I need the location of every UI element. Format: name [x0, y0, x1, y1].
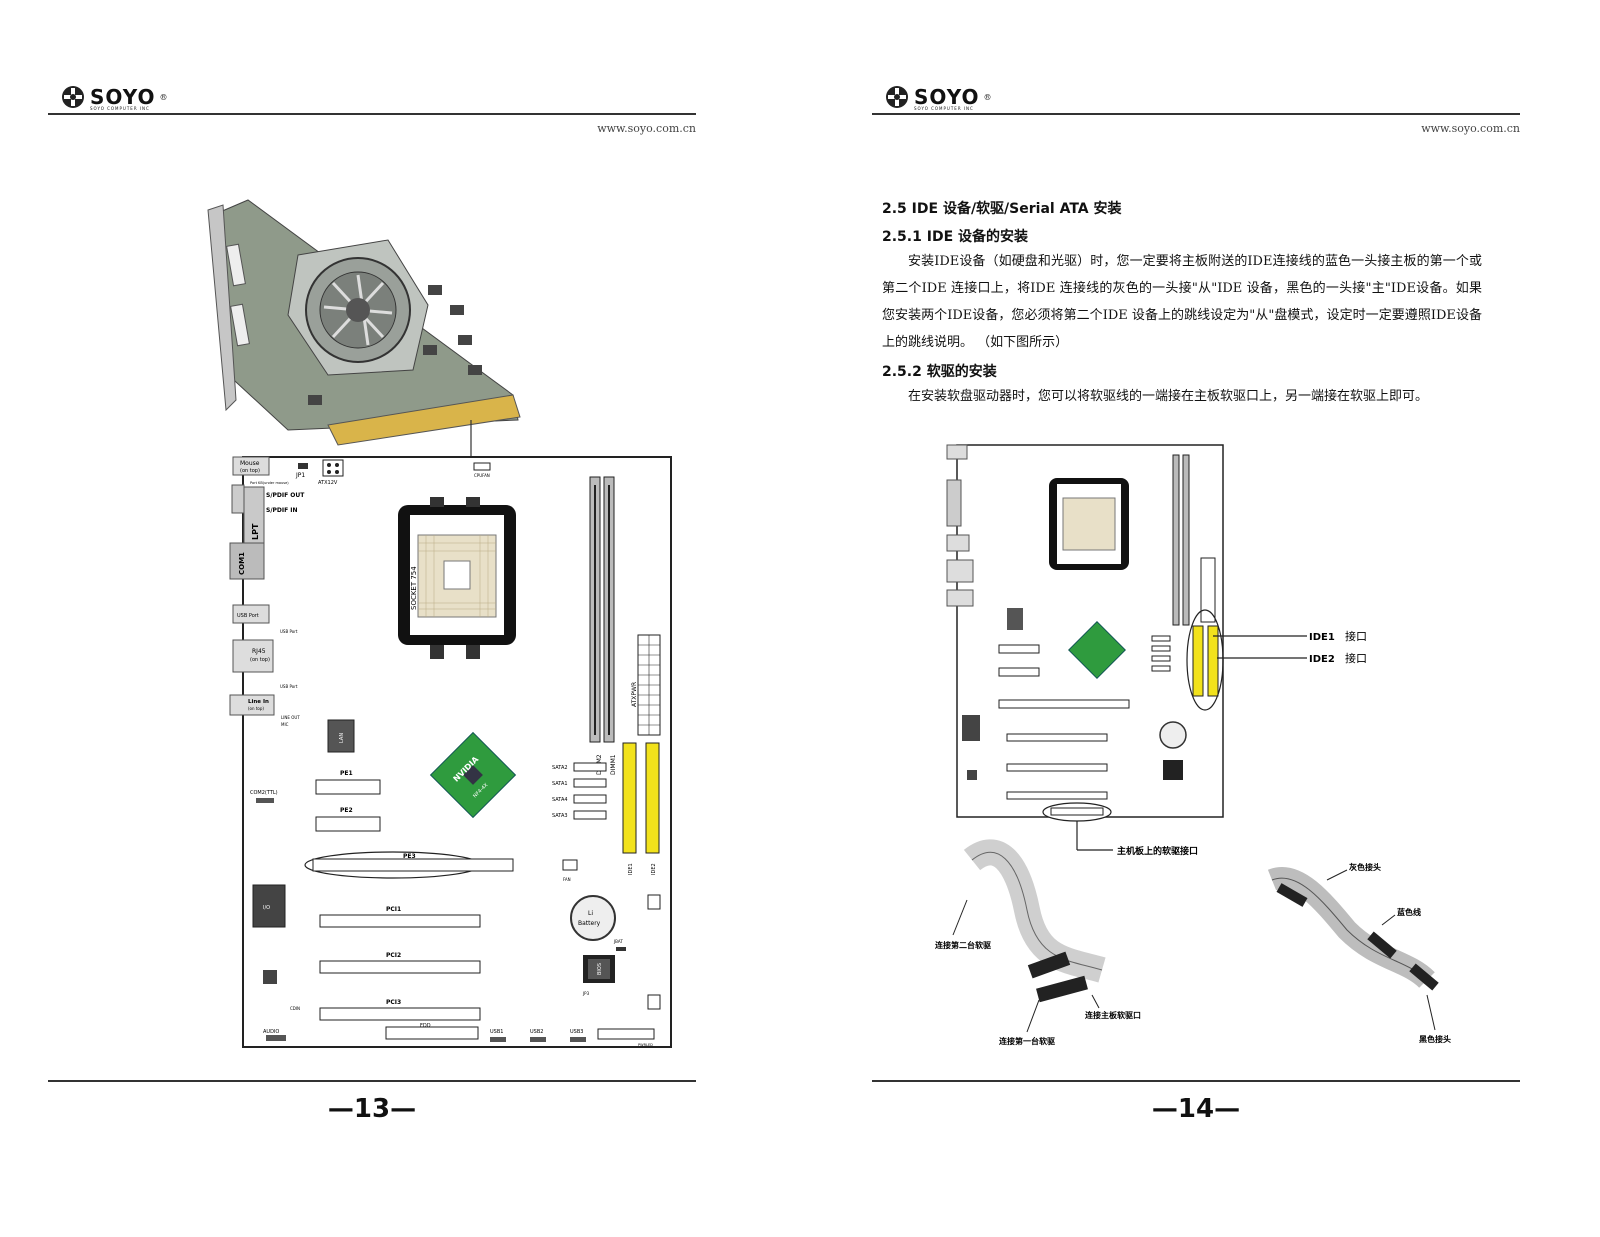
svg-text:PE3: PE3 [403, 853, 416, 860]
port-spdif-out: S/PDIF OUT [266, 492, 305, 499]
callout-gray-head: 灰色接头 [1349, 862, 1381, 872]
ide1-slot [622, 742, 637, 854]
soyo-logo: SOYO® SOYO COMPUTER INC [60, 84, 167, 111]
svg-text:USB3: USB3 [570, 1029, 583, 1035]
svg-text:JP3: JP3 [582, 991, 590, 996]
pci1-slot [319, 914, 481, 928]
svg-text:(on top): (on top) [248, 706, 264, 711]
svg-text:PE2: PE2 [340, 807, 353, 814]
svg-text:PCI2: PCI2 [386, 952, 401, 959]
page-right: SOYO® SOYO COMPUTER INC www.soyo.com.cn … [872, 0, 1572, 1237]
svg-text:IDE1: IDE1 [628, 863, 634, 875]
svg-text:MIC: MIC [281, 722, 289, 727]
header-rule [872, 113, 1520, 115]
callout-mb-fdd: 连接主板软驱口 [1085, 1010, 1141, 1020]
soyo-logo-icon [886, 86, 908, 108]
footer-rule [48, 1080, 696, 1082]
svg-text:USB Port: USB Port [280, 684, 298, 689]
svg-text:Battery: Battery [578, 920, 601, 927]
port-mouse: Mouse [240, 460, 260, 467]
svg-text:CPUFAN: CPUFAN [474, 473, 490, 478]
ide2-slot [1207, 625, 1219, 697]
svg-text:COM2(TTL): COM2(TTL) [250, 790, 278, 796]
svg-text:AUDIO: AUDIO [263, 1029, 279, 1035]
callout-ide1: IDE1 [1309, 632, 1335, 643]
header-rule [48, 113, 696, 115]
port-lpt: LPT [251, 523, 260, 540]
callout-first-drive: 连接第一台软驱 [999, 1036, 1055, 1046]
svg-text:LINE OUT: LINE OUT [281, 715, 300, 720]
pci3-slot [319, 1007, 481, 1021]
svg-text:接口: 接口 [1345, 652, 1367, 665]
svg-text:(on top): (on top) [250, 657, 270, 663]
pci2-slot [319, 960, 481, 974]
svg-text:JBAT: JBAT [613, 939, 623, 944]
soyo-logo-icon [62, 86, 84, 108]
battery [570, 895, 616, 941]
svg-text:PCI1: PCI1 [386, 906, 401, 913]
svg-text:LAN: LAN [339, 733, 345, 743]
callout-second-drive: 连接第二台软驱 [935, 940, 991, 950]
svg-text:Port KB(under mouse): Port KB(under mouse) [250, 481, 289, 485]
svg-text:SATA4: SATA4 [552, 797, 568, 803]
page-left: SOYO® SOYO COMPUTER INC www.soyo.com.cn [48, 0, 748, 1237]
port-com1: COM1 [238, 552, 246, 575]
motherboard-diagram: Mouse (on top) Port KB(under mouse) S/PD… [207, 199, 672, 1048]
section-heading-2-5-1: 2.5.1 IDE 设备的安装 [882, 229, 1029, 245]
svg-text:FDD: FDD [420, 1023, 431, 1029]
svg-text:FAN: FAN [563, 877, 571, 882]
svg-text:USB2: USB2 [530, 1029, 543, 1035]
svg-text:IDE2: IDE2 [651, 863, 657, 875]
ide2-slot [645, 742, 660, 854]
footer-rule [872, 1080, 1520, 1082]
cpu-socket-label: SOCKET 754 [410, 566, 418, 610]
logo-text: SOYO [90, 85, 156, 109]
page-number-left: —13— [327, 1094, 417, 1124]
port-line-in: Line In [248, 699, 269, 705]
nvidia-chipset [429, 731, 517, 819]
soyo-logo: SOYO® SOYO COMPUTER INC [884, 84, 991, 111]
callout-fdd-port: 主机板上的软驱接口 [1117, 845, 1198, 857]
svg-text:BIOS: BIOS [597, 963, 603, 975]
svg-text:USB Port: USB Port [280, 629, 298, 634]
page-number-right: —14— [1151, 1094, 1241, 1124]
section-heading-2-5: 2.5 IDE 设备/软驱/Serial ATA 安装 [882, 201, 1122, 217]
svg-text:SATA3: SATA3 [552, 813, 568, 819]
svg-text:SATA1: SATA1 [552, 781, 568, 787]
header-url: www.soyo.com.cn [597, 122, 696, 135]
svg-text:PWRLED: PWRLED [638, 1043, 653, 1047]
logo-text: SOYO [914, 85, 980, 109]
svg-text:接口: 接口 [1345, 630, 1367, 643]
ide1-slot [1192, 625, 1204, 697]
header-url: www.soyo.com.cn [1421, 122, 1520, 135]
port-spdif-in: S/PDIF IN [266, 507, 298, 514]
callout-black-head: 黑色接头 [1419, 1034, 1451, 1044]
svg-text:ATXPWR: ATXPWR [631, 682, 638, 707]
section-heading-2-5-2: 2.5.2 软驱的安装 [882, 364, 997, 380]
svg-text:USB Port: USB Port [237, 613, 259, 619]
svg-text:SATA2: SATA2 [552, 765, 568, 771]
pe3-slot [312, 858, 514, 872]
callout-ide2: IDE2 [1309, 654, 1335, 665]
svg-text:CDIN: CDIN [290, 1006, 300, 1011]
svg-text:ATX12V: ATX12V [318, 480, 338, 486]
svg-text:Li: Li [588, 910, 593, 917]
ide-fdd-diagram: IDE1 接口 IDE2 接口 主机板上的软驱接口 [935, 444, 1451, 1046]
svg-text:I/O: I/O [263, 905, 270, 911]
logo-subtext: SOYO COMPUTER INC [90, 106, 150, 111]
svg-text:USB1: USB1 [490, 1029, 503, 1035]
svg-text:DIMM1: DIMM1 [610, 754, 617, 775]
port-rj45: RJ45 [252, 648, 266, 655]
logo-subtext: SOYO COMPUTER INC [914, 106, 974, 111]
fdd-header [385, 1026, 479, 1040]
svg-text:PE1: PE1 [340, 770, 353, 777]
svg-text:(on top): (on top) [240, 468, 260, 474]
graphics-card-image [207, 199, 521, 446]
svg-text:JP1: JP1 [295, 472, 305, 479]
svg-text:PCI3: PCI3 [386, 999, 401, 1006]
callout-blue-line: 蓝色线 [1397, 907, 1421, 917]
paragraph-ide: 安装IDE设备（如硬盘和光驱）时，您一定要将主板附送的IDE连接线的蓝色一头接主… [882, 254, 1482, 350]
paragraph-fdd: 在安装软盘驱动器时，您可以将软驱线的一端接在主板软驱口上，另一端接在软驱上即可。 [908, 389, 1429, 404]
